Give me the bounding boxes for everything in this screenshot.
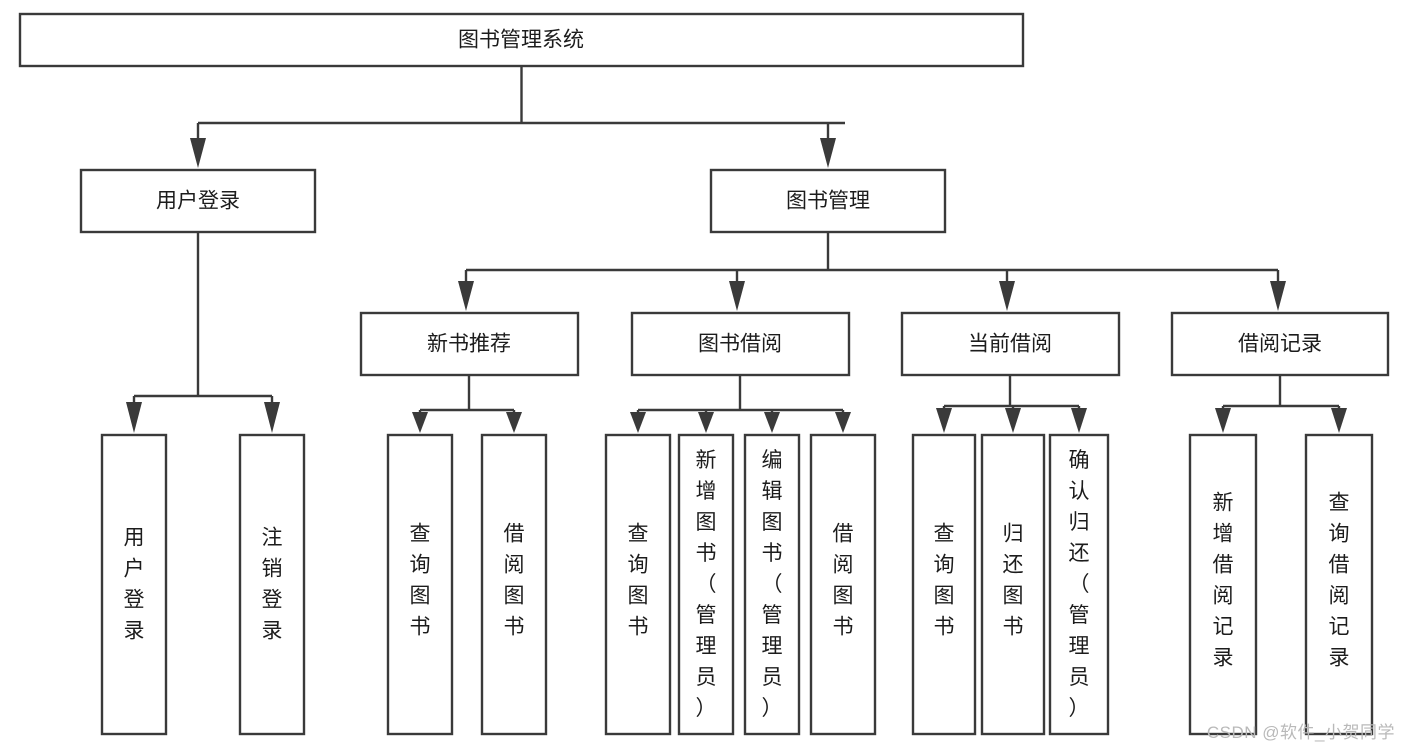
leaf-add-book-label: 新增图书（管理员） — [696, 449, 717, 720]
arrow-head-leaf-query-book-2 — [630, 412, 646, 433]
arrow-head-leaf-borrow-book-2 — [835, 412, 851, 433]
node-book-borrow[interactable]: 图书借阅 — [630, 311, 851, 377]
leaf-add-record-label: 新增借阅记录 — [1213, 491, 1234, 669]
leaf-borrow-book-1[interactable]: 借阅图书 — [480, 433, 548, 736]
node-current-borrow[interactable]: 当前借阅 — [900, 311, 1121, 377]
leaf-user-login-label: 用户登录 — [124, 526, 145, 642]
arrow-head-borrow-record — [1270, 281, 1286, 311]
arrow-head-leaf-user-logout — [264, 402, 280, 433]
leaf-edit-book-box[interactable] — [743, 433, 801, 736]
leaf-add-book[interactable]: 新增图书（管理员） — [677, 433, 735, 736]
leaf-user-logout[interactable]: 注销登录 — [238, 433, 306, 736]
arrow-head-current-borrow — [999, 281, 1015, 311]
leaf-borrow-book-2-box[interactable] — [809, 433, 877, 736]
node-root-label: 图书管理系统 — [458, 29, 584, 52]
node-root-box[interactable] — [18, 12, 1025, 68]
node-book-management-box[interactable] — [709, 168, 947, 234]
leaf-query-record-label: 查询借阅记录 — [1329, 491, 1350, 669]
arrow-head-leaf-return-book — [1005, 408, 1021, 433]
leaf-query-book-1[interactable]: 查询图书 — [386, 433, 454, 736]
leaf-query-record[interactable]: 查询借阅记录 — [1304, 433, 1374, 736]
node-user-login-label: 用户登录 — [156, 190, 240, 213]
leaf-add-book-box[interactable] — [677, 433, 735, 736]
arrow-head-leaf-query-book-3 — [936, 408, 952, 433]
connector-group-root — [190, 66, 845, 168]
arrow-head-leaf-query-book-1 — [412, 412, 428, 433]
leaf-borrow-book-2[interactable]: 借阅图书 — [809, 433, 877, 736]
leaf-return-book-box[interactable] — [980, 433, 1046, 736]
arrow-head-leaf-borrow-book-1 — [506, 412, 522, 433]
arrow-head-book-management — [820, 138, 836, 168]
node-current-borrow-box[interactable] — [900, 311, 1121, 377]
leaf-query-book-3-label: 查询图书 — [934, 522, 955, 638]
arrow-head-leaf-query-record — [1331, 408, 1347, 433]
leaf-confirm-return-box[interactable] — [1048, 433, 1110, 736]
arrow-head-new-book-recommend — [458, 281, 474, 311]
node-book-borrow-box[interactable] — [630, 311, 851, 377]
arrow-head-user-login — [190, 138, 206, 168]
leaf-user-login-box[interactable] — [100, 433, 168, 736]
node-user-login[interactable]: 用户登录 — [79, 168, 317, 234]
node-new-book-recommend-box[interactable] — [359, 311, 580, 377]
leaf-user-logout-box[interactable] — [238, 433, 306, 736]
leaf-return-book-label: 归还图书 — [1003, 522, 1024, 638]
leaf-query-book-3[interactable]: 查询图书 — [911, 433, 977, 736]
connector-group-user-login — [126, 232, 280, 433]
leaf-query-book-2[interactable]: 查询图书 — [604, 433, 672, 736]
node-book-borrow-label: 图书借阅 — [698, 333, 782, 356]
node-book-management[interactable]: 图书管理 — [709, 168, 947, 234]
leaf-query-book-2-box[interactable] — [604, 433, 672, 736]
leaf-confirm-return[interactable]: 确认归还（管理员） — [1048, 433, 1110, 736]
connector-group-current-borrow — [936, 375, 1087, 433]
leaf-edit-book-label: 编辑图书（管理员） — [762, 449, 783, 720]
node-current-borrow-label: 当前借阅 — [968, 333, 1052, 356]
node-book-management-label: 图书管理 — [786, 190, 870, 213]
leaf-borrow-book-2-label: 借阅图书 — [833, 522, 854, 638]
leaf-query-record-box[interactable] — [1304, 433, 1374, 736]
connector-group-book-borrow — [630, 375, 851, 433]
leaf-borrow-book-1-box[interactable] — [480, 433, 548, 736]
connector-group-borrow-record — [1215, 375, 1347, 433]
leaf-add-record[interactable]: 新增借阅记录 — [1188, 433, 1258, 736]
leaf-query-book-1-box[interactable] — [386, 433, 454, 736]
leaf-user-login[interactable]: 用户登录 — [100, 433, 168, 736]
connector-group-new-book-recommend — [412, 375, 522, 433]
node-borrow-record[interactable]: 借阅记录 — [1170, 311, 1390, 377]
arrow-head-leaf-edit-book — [764, 412, 780, 433]
arrow-head-leaf-add-book — [698, 412, 714, 433]
leaf-edit-book[interactable]: 编辑图书（管理员） — [743, 433, 801, 736]
node-root[interactable]: 图书管理系统 — [18, 12, 1025, 68]
leaf-return-book[interactable]: 归还图书 — [980, 433, 1046, 736]
leaf-query-book-3-box[interactable] — [911, 433, 977, 736]
connector-group-book-management — [458, 232, 1286, 311]
leaf-query-book-2-label: 查询图书 — [628, 522, 649, 638]
leaf-confirm-return-label: 确认归还（管理员） — [1069, 449, 1090, 720]
leaf-add-record-box[interactable] — [1188, 433, 1258, 736]
arrow-head-book-borrow — [729, 281, 745, 311]
arrow-head-leaf-user-login — [126, 402, 142, 433]
node-user-login-box[interactable] — [79, 168, 317, 234]
node-borrow-record-label: 借阅记录 — [1238, 333, 1322, 356]
node-new-book-recommend[interactable]: 新书推荐 — [359, 311, 580, 377]
leaf-query-book-1-label: 查询图书 — [410, 522, 431, 638]
node-new-book-recommend-label: 新书推荐 — [427, 333, 511, 356]
leaf-user-logout-label: 注销登录 — [262, 526, 283, 642]
arrow-head-leaf-confirm-return — [1071, 408, 1087, 433]
arrow-head-leaf-add-record — [1215, 408, 1231, 433]
node-borrow-record-box[interactable] — [1170, 311, 1390, 377]
leaf-borrow-book-1-label: 借阅图书 — [504, 522, 525, 638]
